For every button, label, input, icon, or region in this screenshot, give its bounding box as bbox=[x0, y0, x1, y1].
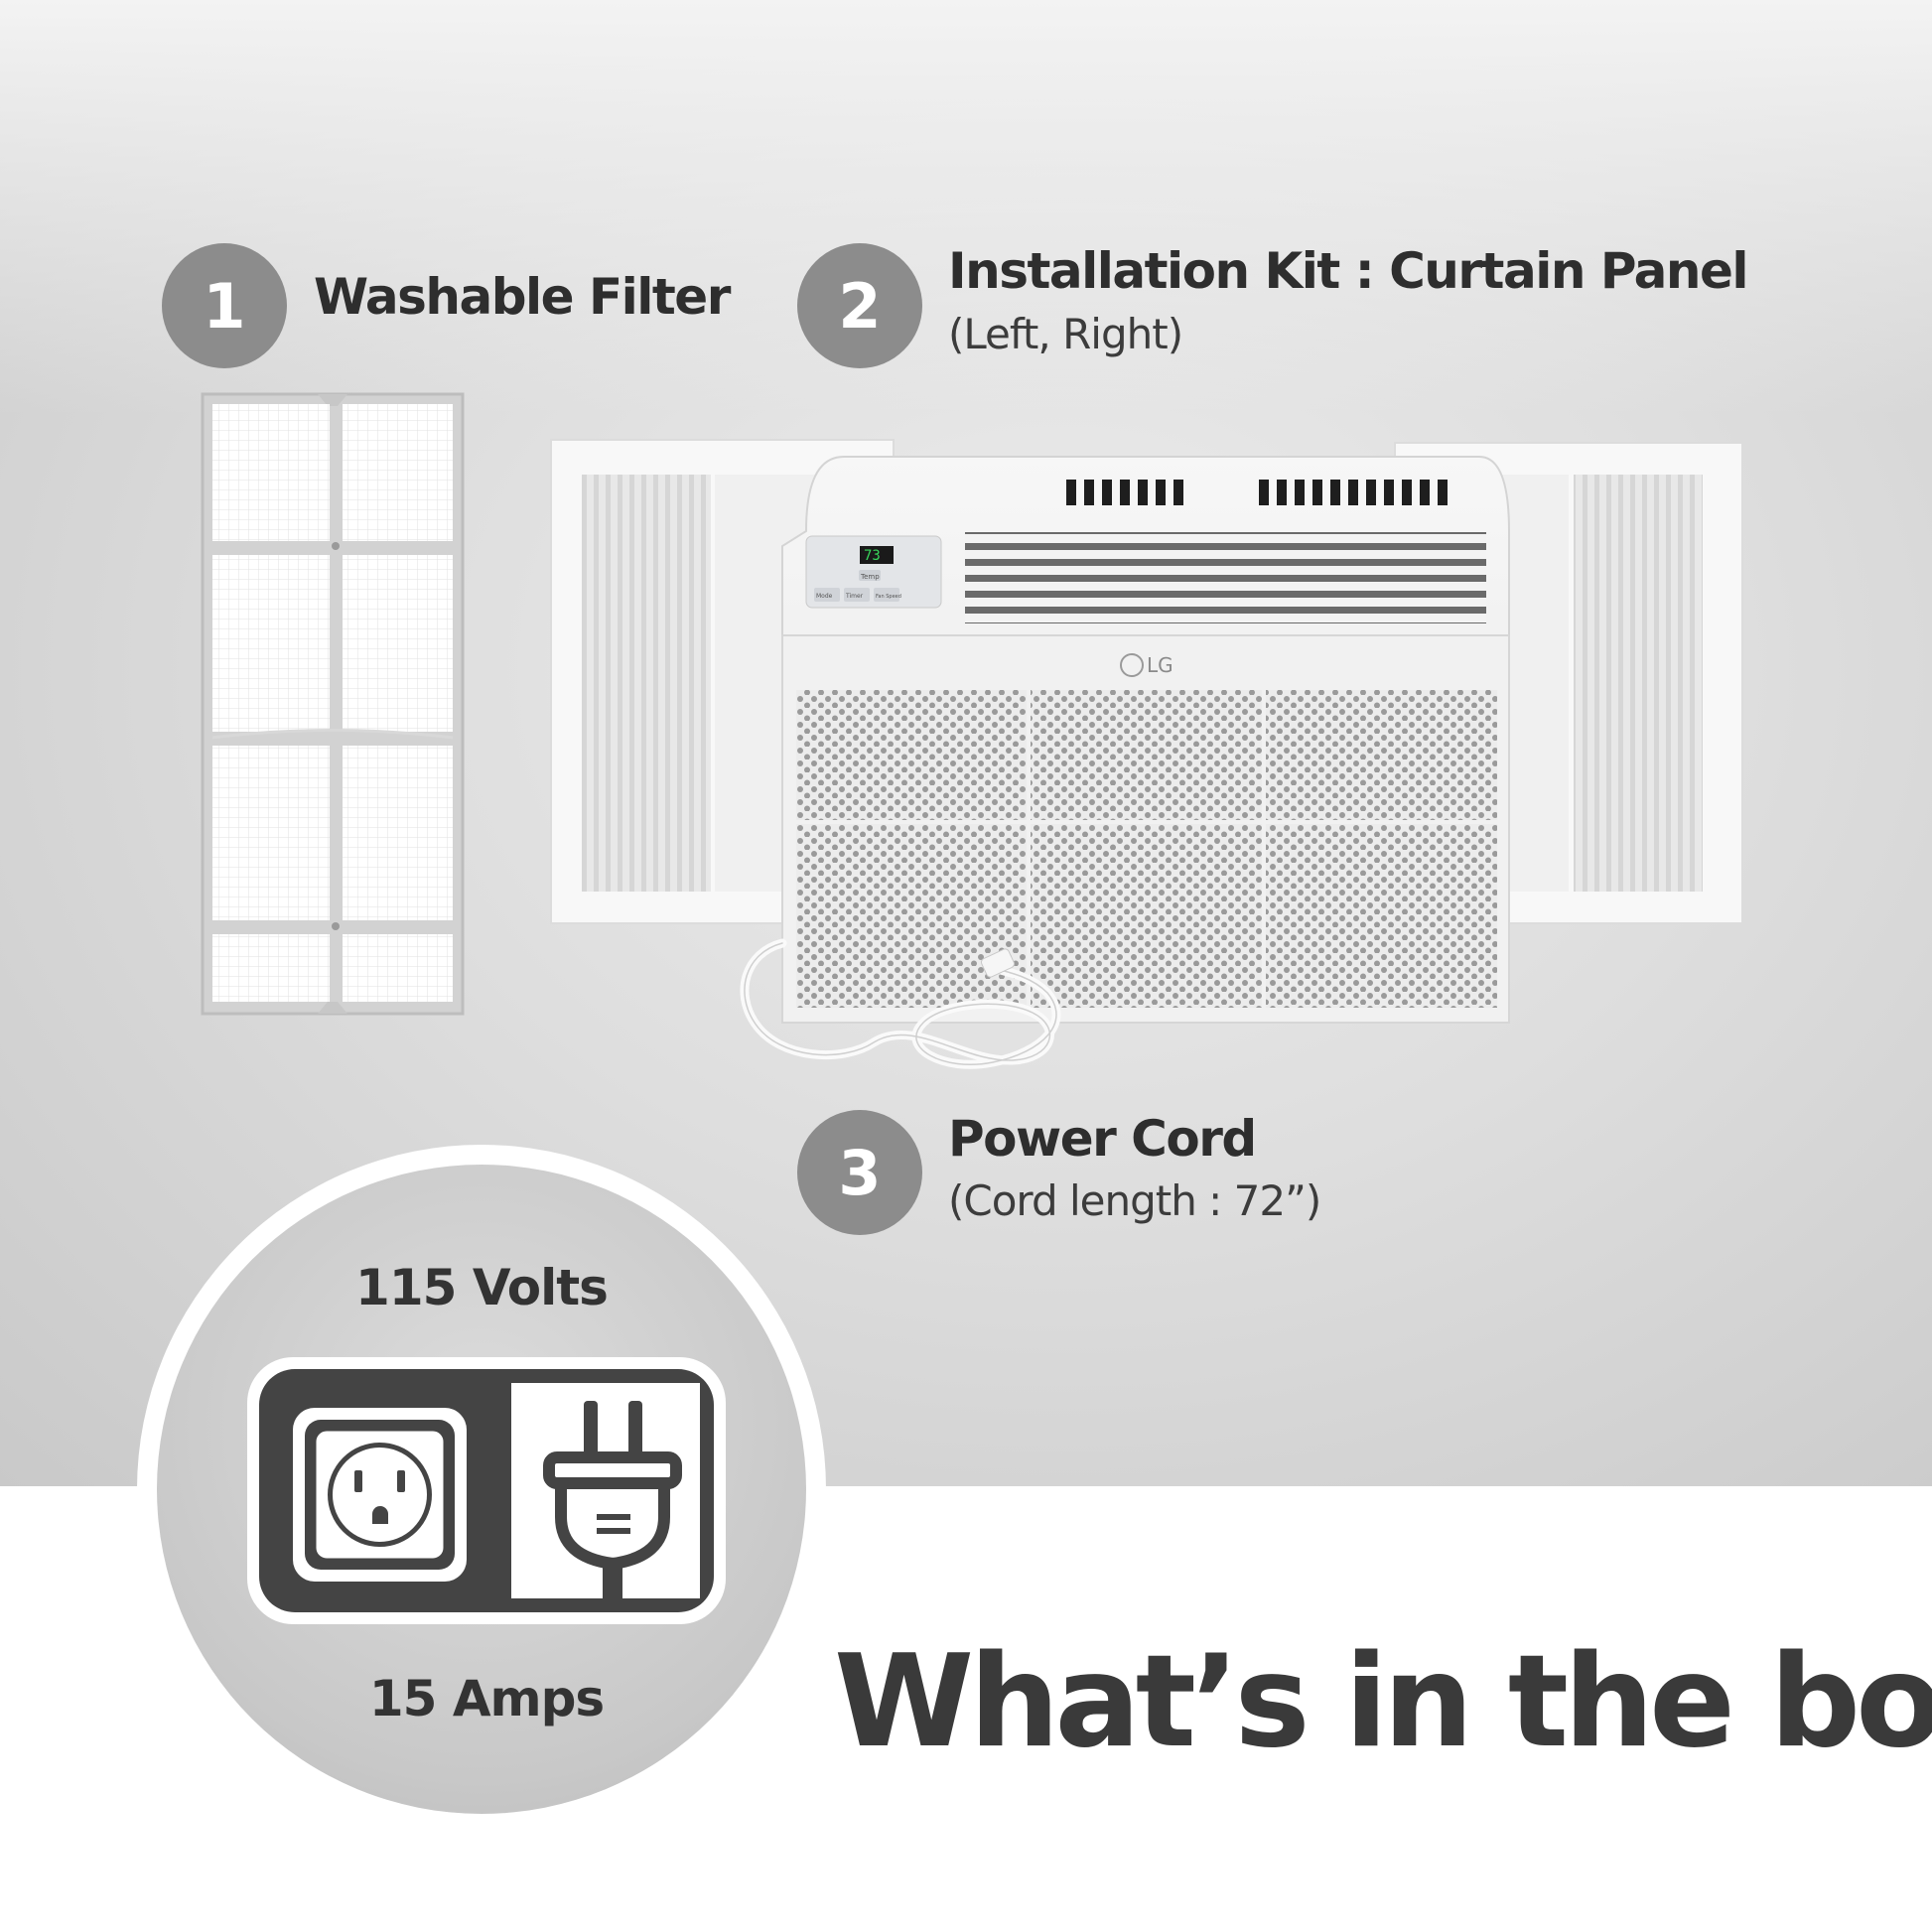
current-label: 15 Amps bbox=[368, 1670, 605, 1727]
svg-text:Temp: Temp bbox=[860, 573, 880, 581]
item-3-title: Power Cord bbox=[948, 1110, 1257, 1168]
svg-text:LG: LG bbox=[1147, 653, 1173, 677]
filter-icon bbox=[201, 392, 465, 1016]
voltage-label: 115 Volts bbox=[355, 1259, 609, 1316]
svg-text:73: 73 bbox=[864, 548, 881, 564]
item-1-title: Washable Filter bbox=[314, 268, 731, 326]
item-2-title: Installation Kit : Curtain Panel bbox=[948, 242, 1749, 300]
svg-text:Timer: Timer bbox=[845, 593, 864, 600]
plug-icon bbox=[543, 1401, 682, 1608]
item-1-number-badge: 1 bbox=[162, 243, 287, 368]
outlet-icon bbox=[293, 1408, 467, 1582]
item-2-subtitle: (Left, Right) bbox=[948, 310, 1183, 358]
item-2-number-badge: 2 bbox=[797, 243, 922, 368]
item-3-number-badge: 3 bbox=[797, 1110, 922, 1235]
power-icon-panel bbox=[247, 1357, 726, 1624]
svg-text:Fan Speed: Fan Speed bbox=[876, 594, 901, 600]
backdrop-highlight bbox=[0, 0, 1932, 417]
item-3-subtitle: (Cord length : 72”) bbox=[948, 1176, 1321, 1225]
svg-text:Mode: Mode bbox=[816, 593, 833, 600]
page-headline: What’s in the box bbox=[834, 1628, 1932, 1776]
air-conditioner-illustration: 73 Temp Mode Timer Fan Speed LG bbox=[550, 439, 1743, 1069]
